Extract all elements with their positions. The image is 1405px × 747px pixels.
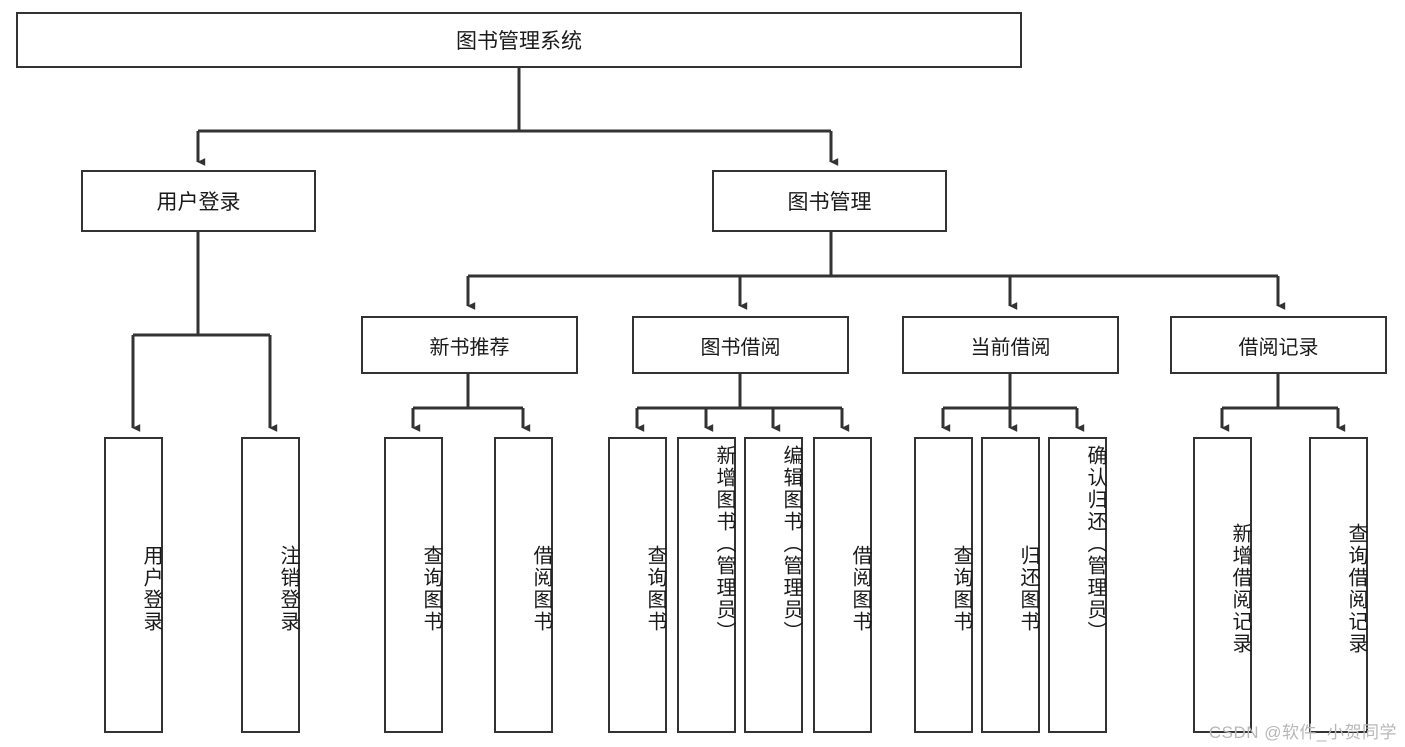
leaf-label: 借阅图书 (849, 545, 871, 633)
leaf-label: 新增借阅记录 (1229, 523, 1251, 655)
node-book-management-label: 图书管理 (787, 191, 872, 214)
node-borrow-record-label: 借阅记录 (1238, 336, 1319, 359)
node-root-label: 图书管理系统 (456, 30, 582, 53)
leaf-borrow-edit-book-admin[interactable]: 编辑图书（管理员） (744, 437, 803, 733)
node-current-borrow[interactable]: 当前借阅 (902, 316, 1119, 374)
node-new-book-recommend-label: 新书推荐 (429, 336, 510, 359)
leaf-borrow-borrow-book[interactable]: 借阅图书 (813, 437, 872, 733)
leaf-label: 编辑图书（管理员） (780, 445, 802, 643)
node-book-borrow-label: 图书借阅 (700, 336, 781, 359)
leaf-user-login-login[interactable]: 用户登录 (104, 437, 163, 733)
node-borrow-record[interactable]: 借阅记录 (1170, 316, 1387, 374)
leaf-borrow-query-book[interactable]: 查询图书 (608, 437, 667, 733)
leaf-label: 查询图书 (420, 545, 442, 633)
node-current-borrow-label: 当前借阅 (970, 336, 1051, 359)
leaf-user-login-logout[interactable]: 注销登录 (241, 437, 300, 733)
leaf-label: 借阅图书 (530, 545, 552, 633)
leaf-record-query-record[interactable]: 查询借阅记录 (1309, 437, 1368, 733)
leaf-label: 新增图书（管理员） (713, 445, 735, 643)
leaf-label: 归还图书 (1017, 545, 1039, 633)
leaf-recommend-borrow-book[interactable]: 借阅图书 (494, 437, 553, 733)
node-user-login-label: 用户登录 (156, 191, 241, 214)
leaf-label: 确认归还（管理员） (1084, 445, 1106, 643)
node-book-management[interactable]: 图书管理 (712, 170, 947, 232)
leaf-label: 查询借阅记录 (1345, 523, 1367, 655)
leaf-current-confirm-return-admin[interactable]: 确认归还（管理员） (1048, 437, 1107, 733)
node-root[interactable]: 图书管理系统 (16, 12, 1022, 68)
leaf-borrow-add-book-admin[interactable]: 新增图书（管理员） (677, 437, 736, 733)
leaf-label: 查询图书 (644, 545, 666, 633)
leaf-label: 查询图书 (950, 545, 972, 633)
leaf-label: 注销登录 (277, 545, 299, 633)
node-user-login[interactable]: 用户登录 (81, 170, 316, 232)
leaf-current-return-book[interactable]: 归还图书 (981, 437, 1040, 733)
watermark: CSDN @软件_小贺同学 (1208, 723, 1397, 742)
leaf-label: 用户登录 (140, 545, 162, 633)
leaf-current-query-book[interactable]: 查询图书 (914, 437, 973, 733)
leaf-recommend-query-book[interactable]: 查询图书 (384, 437, 443, 733)
node-new-book-recommend[interactable]: 新书推荐 (361, 316, 578, 374)
node-book-borrow[interactable]: 图书借阅 (632, 316, 849, 374)
leaf-record-add-record[interactable]: 新增借阅记录 (1193, 437, 1252, 733)
